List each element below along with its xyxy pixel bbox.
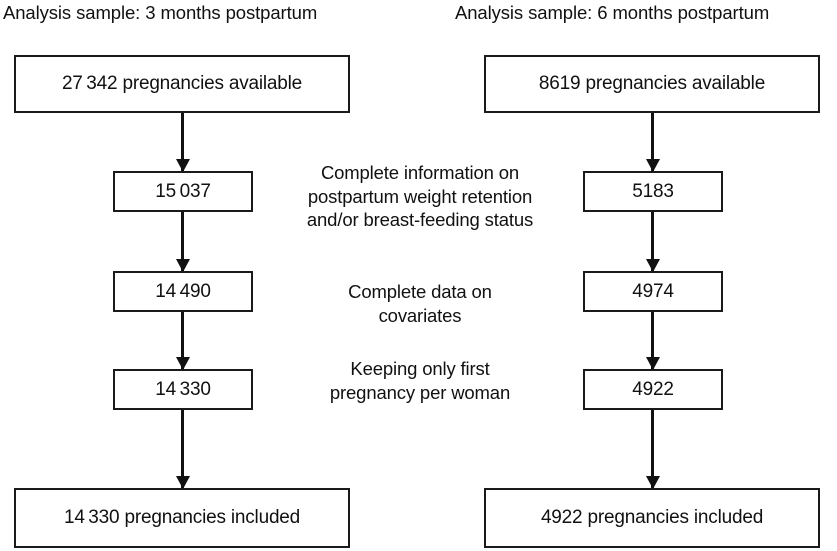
arrow-left-4 [181,410,184,488]
step-label-1: Complete information on postpartum weigh… [272,161,568,232]
step-label-1-line-2: postpartum weight retention [307,185,533,207]
node-left-available: 27 342 pregnancies available [14,55,350,113]
step-label-3-line-1: Keeping only first [350,358,490,379]
step-label-3-line-2: pregnancy per woman [329,381,511,403]
node-right-step1: 5183 [583,171,723,212]
node-right-included-label: 4922 pregnancies included [540,507,764,528]
column-header-3-months: Analysis sample: 3 months postpartum [3,2,318,23]
node-left-step1: 15 037 [113,171,253,212]
node-right-step2: 4974 [583,271,723,312]
node-left-step3-label: 14 330 [155,378,211,400]
arrow-right-2 [651,212,654,271]
step-label-1-line-1: Complete information on [320,162,520,183]
node-right-included: 4922 pregnancies included [484,488,820,548]
arrow-left-1 [181,113,184,171]
arrow-left-3 [181,312,184,369]
arrow-right-3 [651,312,654,369]
node-right-available: 8619 pregnancies available [484,55,820,113]
node-left-available-label: 27 342 pregnancies available [61,73,303,94]
node-left-included: 14 330 pregnancies included [14,488,350,548]
step-label-1-line-3: and/or breast-feeding status [306,209,534,230]
node-right-step1-label: 5183 [632,180,674,202]
node-left-step2: 14 490 [113,271,253,312]
node-right-step3: 4922 [583,369,723,410]
node-left-step2-label: 14 490 [155,280,211,302]
column-header-6-months: Analysis sample: 6 months postpartum [455,2,770,23]
node-right-step2-label: 4974 [632,280,674,302]
node-left-step3: 14 330 [113,369,253,410]
arrow-right-1 [651,113,654,171]
node-left-step1-label: 15 037 [155,180,211,202]
node-right-step3-label: 4922 [632,378,674,400]
step-label-3: Keeping only first pregnancy per woman [272,357,568,404]
step-label-2: Complete data on covariates [272,280,568,327]
step-label-2-line-1: Complete data on [348,281,492,302]
arrow-left-2 [181,212,184,271]
step-label-2-line-2: covariates [378,304,462,326]
arrow-right-4 [651,410,654,488]
node-right-available-label: 8619 pregnancies available [538,73,766,94]
node-left-included-label: 14 330 pregnancies included [63,507,301,528]
